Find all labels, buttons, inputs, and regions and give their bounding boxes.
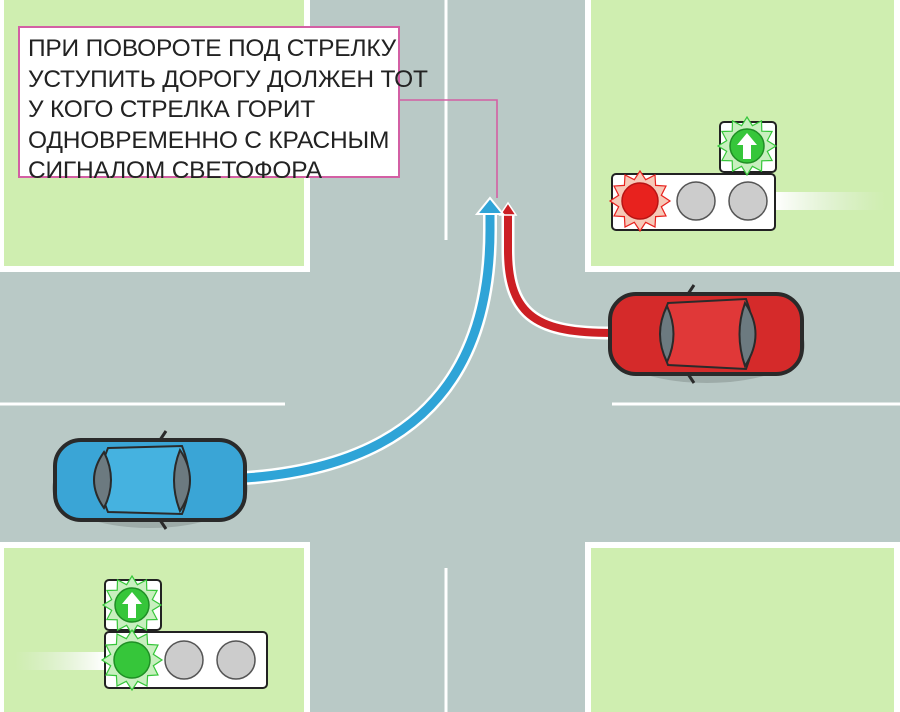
grass-bottom-right bbox=[585, 542, 900, 712]
caption-line: ПРИ ПОВОРОТЕ ПОД СТРЕЛКУ bbox=[28, 35, 397, 62]
blue-car-path bbox=[244, 196, 506, 485]
blue-car-rear-window bbox=[93, 450, 112, 510]
red-car-path bbox=[498, 201, 613, 340]
signal-light-green bbox=[113, 641, 151, 679]
signal-pole bbox=[15, 652, 105, 670]
rule-caption: ПРИ ПОВОРОТЕ ПОД СТРЕЛКУ УСТУПИТЬ ДОРОГУ… bbox=[18, 26, 428, 184]
blue-path-arrowhead bbox=[474, 196, 506, 215]
blue-car bbox=[52, 430, 248, 530]
caption-line: УСТУПИТЬ ДОРОГУ ДОЛЖЕН ТОТ bbox=[28, 65, 428, 93]
traffic-light-bottom-left bbox=[15, 574, 268, 692]
signal-light-off bbox=[676, 181, 716, 221]
red-car bbox=[608, 284, 805, 384]
caption-leader-line bbox=[400, 99, 498, 198]
blue-car-front-window bbox=[173, 447, 191, 514]
signal-light-red bbox=[621, 182, 659, 220]
red-car-rear-window bbox=[659, 303, 675, 365]
caption-line: СИГНАЛОМ СВЕТОФОРА bbox=[28, 157, 322, 184]
red-car-front-window bbox=[738, 300, 757, 369]
caption-line: У КОГО СТРЕЛКА ГОРИТ bbox=[28, 96, 316, 123]
signal-light-off bbox=[216, 640, 256, 680]
red-path-arrowhead bbox=[498, 201, 518, 216]
up-arrow-icon bbox=[737, 133, 757, 159]
signal-pole bbox=[775, 192, 885, 210]
signal-light-off bbox=[164, 640, 204, 680]
up-arrow-icon bbox=[122, 592, 142, 618]
signal-light-off bbox=[728, 181, 768, 221]
traffic-light-top-right bbox=[608, 115, 885, 233]
caption-line: ОДНОВРЕМЕННО С КРАСНЫМ bbox=[28, 126, 390, 154]
